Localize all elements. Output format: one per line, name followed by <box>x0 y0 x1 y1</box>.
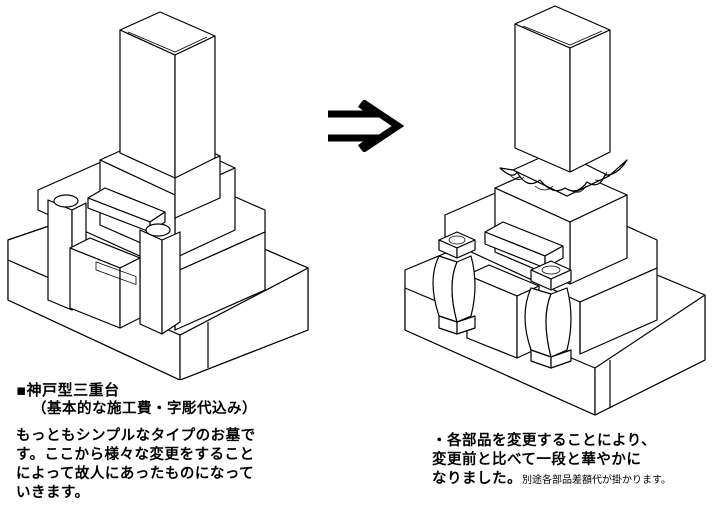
description-line: す。ここから様々な変更をすること <box>16 447 255 463</box>
plan-subtitle: （基本的な施工費・字彫代込み） <box>32 401 257 417</box>
incense-box <box>69 237 141 329</box>
main-pillar <box>119 11 216 179</box>
offering-table <box>484 221 564 269</box>
lotus-platform <box>499 149 628 197</box>
description-line: によって故人にあったものになって <box>16 466 255 482</box>
flower-vase-right <box>524 260 572 369</box>
right-grave-illustration <box>404 5 706 416</box>
arrow-icon <box>328 100 404 152</box>
description-line: もっともシンプルなタイプのお墓で <box>16 428 256 444</box>
flower-vase-right <box>139 223 181 335</box>
left-caption: ▪神戸型三重台 （基本的な施工費・字彫代込み） もっともシンプルなタイプのお墓で… <box>16 381 326 503</box>
upgrade-line-last: なりました。別途各部品差額代が掛かります。 <box>432 470 724 490</box>
main-pillar <box>514 5 611 173</box>
description-line: いきます。 <box>16 485 90 501</box>
right-caption: ・各部品を変更することにより、 変更前と比べて一段と華やかに なりました。別途各… <box>432 432 724 490</box>
upgrade-line: 変更前と比べて一段と華やかに <box>432 452 642 468</box>
plan-title: ▪神戸型三重台 <box>16 381 120 399</box>
upgrade-line: ・各部品を変更することにより、 <box>432 433 657 449</box>
left-grave-illustration <box>7 11 309 380</box>
plan-description: もっともシンプルなタイプのお墓で す。ここから様々な変更をすること によって故人… <box>16 427 326 503</box>
extra-cost-note: 別途各部品差額代が掛かります。 <box>522 475 671 486</box>
flower-vase-left <box>432 231 476 335</box>
upgrade-line-text: なりました。 <box>432 471 522 487</box>
